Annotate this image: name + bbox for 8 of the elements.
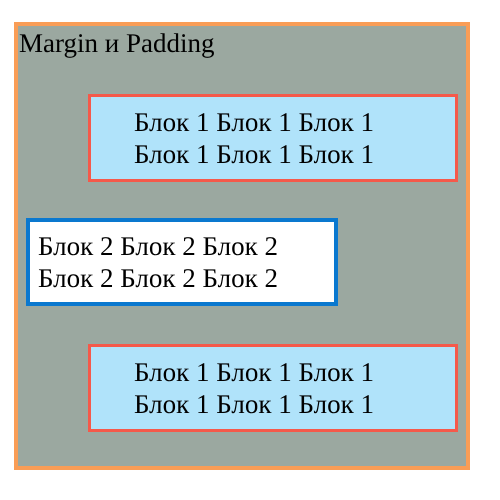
heading-text: Margin и Padding — [19, 27, 214, 59]
panel-text: Блок 2 Блок 2 Блок 2 Блок 2 Блок 2 Блок 2 — [38, 230, 279, 294]
content-panel — [26, 218, 338, 306]
content-panel — [88, 344, 458, 432]
content-panel — [88, 94, 458, 182]
container-panel — [14, 22, 470, 470]
panel-text: Блок 1 Блок 1 Блок 1 Блок 1 Блок 1 Блок 1 — [134, 356, 375, 420]
panel-text: Блок 1 Блок 1 Блок 1 Блок 1 Блок 1 Блок 1 — [134, 106, 375, 170]
